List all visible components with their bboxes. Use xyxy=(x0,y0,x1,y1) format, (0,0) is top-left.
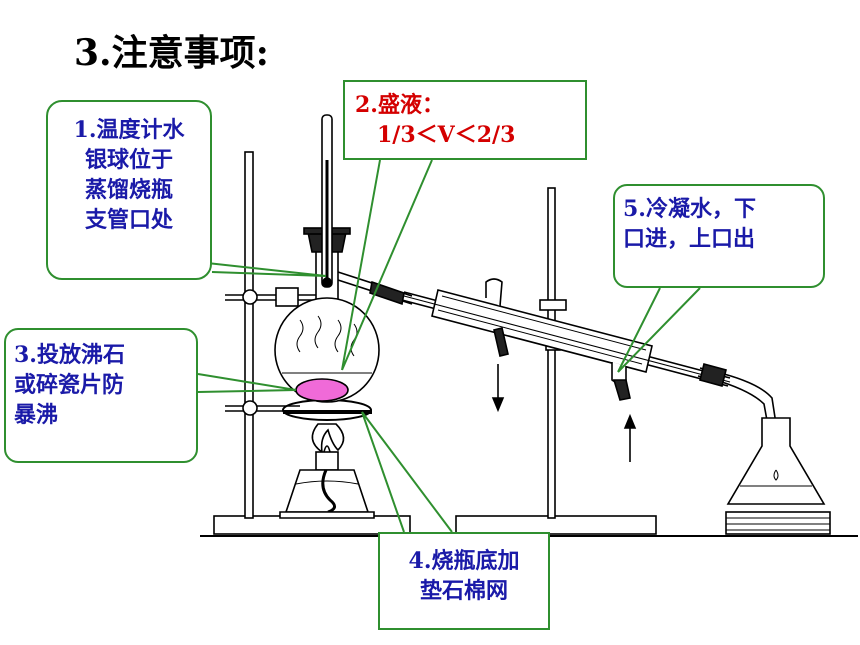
thermometer xyxy=(321,114,333,288)
water-in-arrow xyxy=(623,413,637,462)
note-line: 或碎瓷片防 xyxy=(14,372,125,398)
note-asbestos-gauze: 4.烧瓶底加 垫石棉网 xyxy=(378,532,550,630)
callout-4-leader xyxy=(361,411,453,533)
note-line: 1.温度计水 xyxy=(73,117,185,143)
note-liquid-volume: 2.盛液： 1/3＜V＜2/3 xyxy=(343,80,587,160)
note-line: 口进，上口出 xyxy=(623,226,756,252)
note-line: 蒸馏烧瓶 xyxy=(84,177,173,203)
receiving-flask xyxy=(725,417,831,535)
note-line: 垫石棉网 xyxy=(419,578,508,604)
note-line: 3.投放沸石 xyxy=(14,342,125,368)
note-line: 2.盛液： xyxy=(355,92,444,118)
callout-3-leader xyxy=(197,373,297,393)
left-iron-stand xyxy=(213,151,411,535)
callout-2-leader xyxy=(341,159,433,371)
note-condenser-water: 5.冷凝水，下 口进，上口出 xyxy=(613,184,825,288)
note-line: 4.烧瓶底加 xyxy=(408,548,520,574)
note-boiling-chips: 3.投放沸石 或碎瓷片防 暴沸 xyxy=(4,328,198,463)
page-title: 3.注意事项: xyxy=(74,32,269,74)
boiling-chips xyxy=(295,378,349,402)
side-arm-stopper xyxy=(369,280,405,306)
note-line: 银球位于 xyxy=(84,147,173,173)
water-out-arrow xyxy=(491,364,505,413)
note-line: 暴沸 xyxy=(14,402,59,428)
note-line: 5.冷凝水，下 xyxy=(623,196,756,222)
note-line: 支管口处 xyxy=(84,207,173,233)
callout-1-leader xyxy=(197,261,327,277)
alcohol-burner xyxy=(279,423,375,519)
distillation-flask xyxy=(274,227,380,403)
callout-5-leader xyxy=(617,287,701,373)
note-line: 1/3＜V＜2/3 xyxy=(377,122,516,148)
note-thermometer-position: 1.温度计水 银球位于 蒸馏烧瓶 支管口处 xyxy=(46,100,212,280)
condenser xyxy=(401,278,731,401)
